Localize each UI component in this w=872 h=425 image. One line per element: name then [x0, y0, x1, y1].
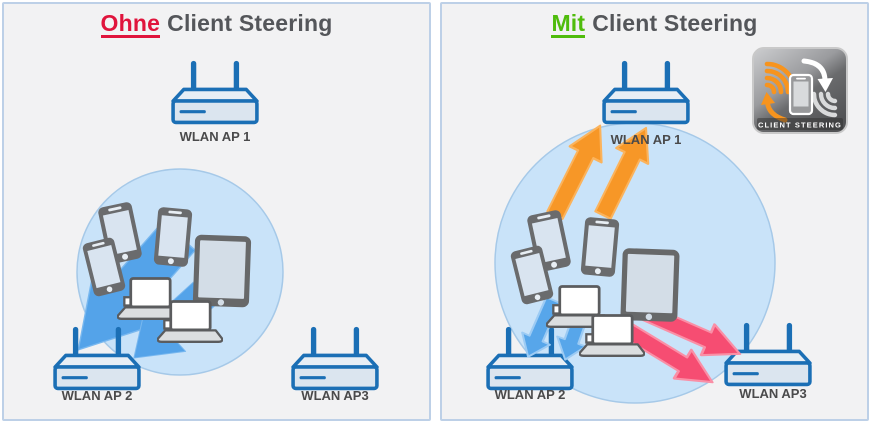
badge-label: CLIENT STEERING [758, 121, 842, 130]
wlan-ap1-label: WLAN AP 1 [611, 132, 682, 147]
badge-phone-icon [788, 73, 814, 116]
wifi-arcs-gray-icon [811, 91, 838, 118]
smartphone-icon [579, 215, 621, 279]
title-rest: Client Steering [167, 10, 333, 36]
curved-arrow-orange-icon [761, 92, 788, 123]
client-steering-badge: CLIENT STEERING [752, 47, 848, 134]
wlan-ap3-label: WLAN AP3 [739, 386, 806, 401]
title-keyword-mit: Mit [551, 11, 586, 39]
smartphone-icon [152, 205, 194, 269]
wlan-ap1-icon [604, 64, 688, 123]
wlan-ap1-icon [173, 64, 257, 123]
curved-arrow-white-icon [801, 58, 833, 92]
tablet-icon [192, 234, 252, 308]
diagram-with-steering: WLAN AP 1 WLAN AP 2 WLAN AP3 [442, 47, 848, 404]
wlan-ap3-icon [293, 330, 377, 389]
tablet-icon [620, 247, 680, 323]
wlan-ap3-label: WLAN AP3 [301, 388, 368, 403]
badge-caption-strip [757, 118, 843, 130]
wlan-ap2-label: WLAN AP 2 [62, 388, 133, 403]
diagram-without-steering: WLAN AP 1 WLAN AP 2 WLAN AP3 [47, 4, 429, 403]
title-keyword-ohne: Ohne [100, 11, 161, 39]
wlan-ap2-label: WLAN AP 2 [495, 387, 566, 402]
wlan-ap1-label: WLAN AP 1 [180, 129, 251, 144]
title-rest: Client Steering [592, 10, 758, 36]
